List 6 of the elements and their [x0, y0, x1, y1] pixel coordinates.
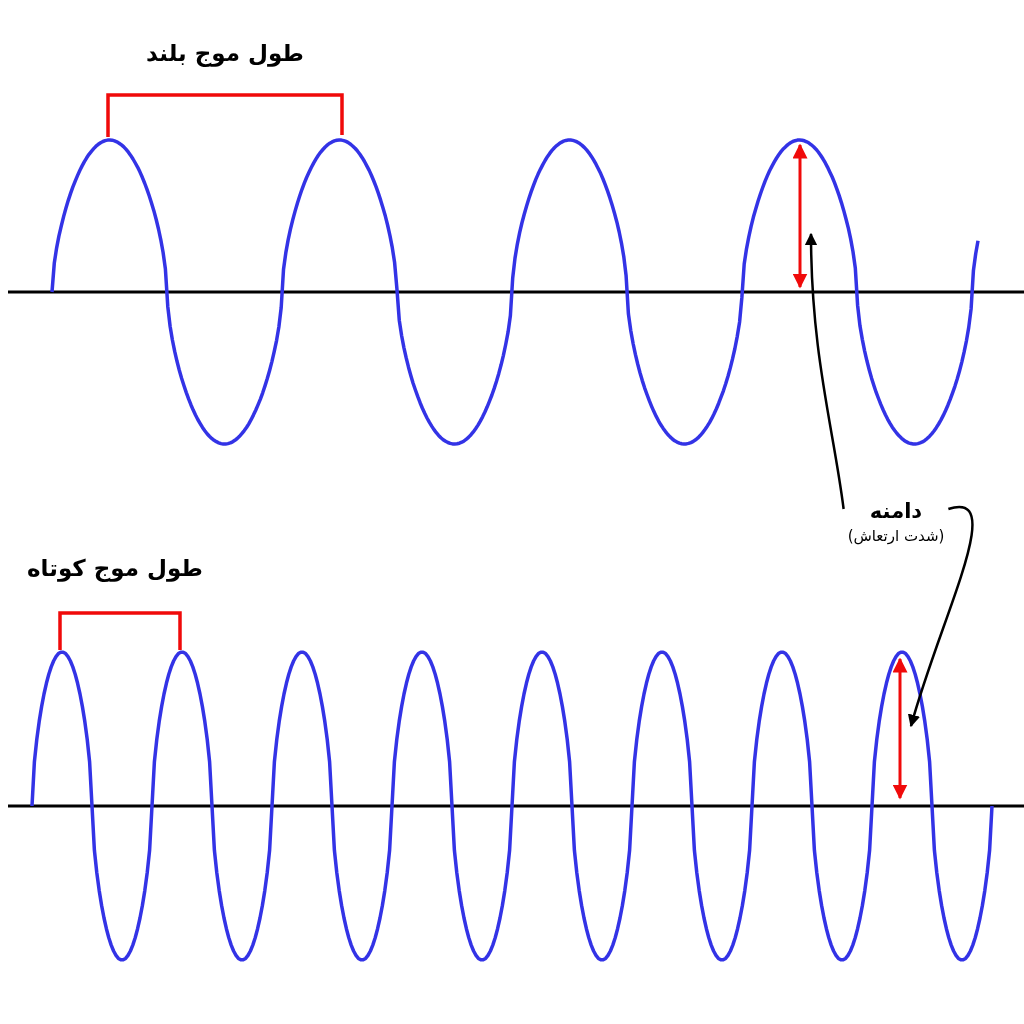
leader-line: [804, 232, 845, 510]
text-label: دامنه: [868, 499, 924, 523]
text-label: طول موج بلند: [146, 40, 304, 66]
leader-line: [908, 505, 974, 728]
text-label: (شدت ارتعاش): [847, 527, 945, 545]
text-label: طول موج کوتاه: [27, 555, 203, 581]
